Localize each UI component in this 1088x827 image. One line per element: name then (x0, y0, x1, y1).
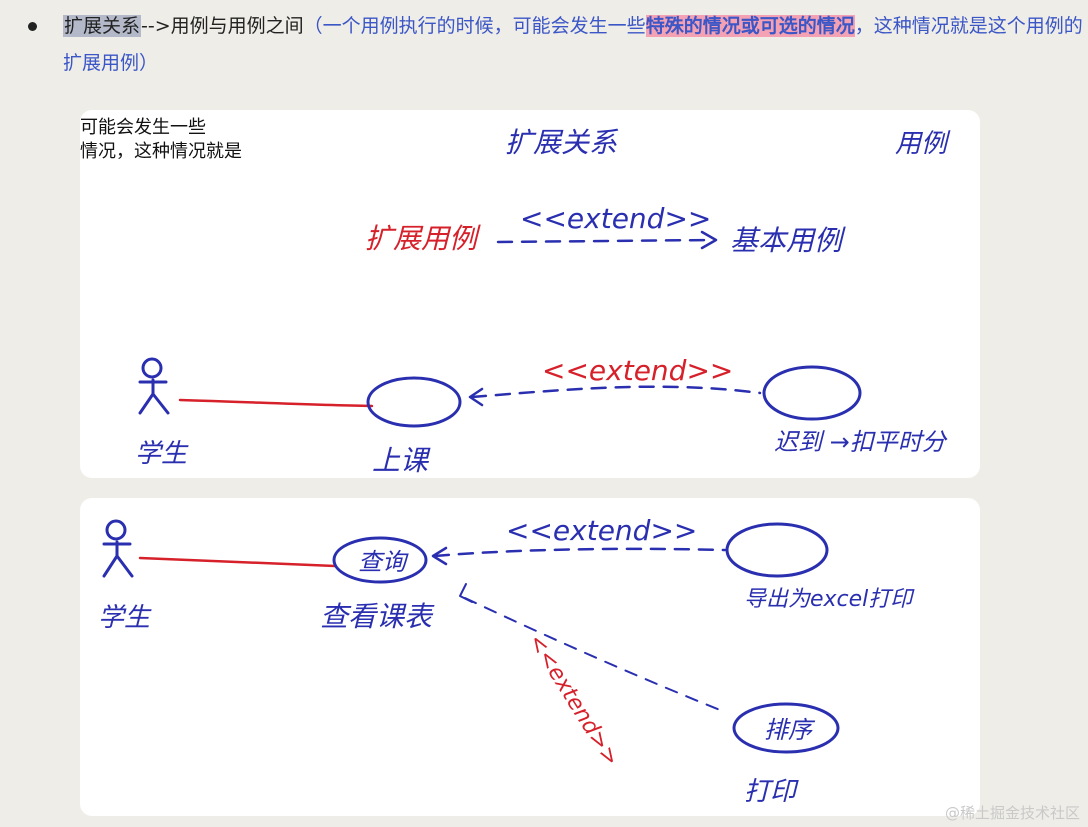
ext1-usecase-ellipse (725, 522, 829, 578)
paren-close: ） (139, 52, 159, 74)
diagram-1-svg: 扩展关系 用例 扩展用例 <<extend>> 基本用例 学生 上课 (135, 126, 951, 477)
actor-label: 学生 (135, 439, 189, 469)
ext2-ellipse-text: 排序 (764, 716, 816, 744)
emphasis-text: 特殊的情况或可选的情况 (645, 15, 855, 37)
cut-text-line-2: 情况，这种情况就是 (80, 141, 242, 162)
bullet-dot-icon (28, 22, 37, 31)
arrow-text: -->用例与用例之间 (141, 15, 304, 37)
diagram-title-right: 用例 (895, 129, 951, 159)
paren-text-2: ，这种情况就是这个用例的扩展用例 (63, 15, 1083, 74)
arrow-head-icon (468, 387, 484, 407)
ext-usecase-label: 扩展用例 (365, 222, 481, 255)
extend-label-top: <<extend>> (506, 514, 697, 547)
paren-open: （ (303, 15, 323, 37)
extend-dashed-arrow (470, 385, 762, 399)
cut-text-line-1: 可能会发生一些 (80, 117, 206, 138)
diagram-2-svg: 学生 查询 查看课表 <<extend>> 导出为excel打印 <<exten… (98, 514, 915, 807)
base-ellipse-text: 查询 (358, 548, 409, 576)
actor-stick-figure-icon (102, 519, 134, 578)
base-usecase-ellipse (366, 376, 462, 428)
extend-label-top: <<extend>> (520, 202, 711, 235)
extend-label-diag: <<extend>> (523, 630, 624, 771)
cut-off-text: 可能会发生一些 情况，这种情况就是 (80, 116, 242, 164)
arrow-head-icon (700, 230, 718, 250)
ext1-label: 导出为excel打印 (744, 587, 915, 612)
extend-label: <<extend>> (542, 354, 733, 387)
diagram-card-1: 可能会发生一些 情况，这种情况就是 扩展关系 用例 扩展用例 <<extend>… (80, 110, 980, 478)
base-usecase-ellipse (332, 536, 428, 584)
arrow-head-icon (459, 583, 473, 603)
extend-dashed-arrow-top (496, 238, 714, 244)
extend-dashed-arrow-top (433, 547, 727, 558)
ext-usecase-ellipse (762, 365, 862, 421)
actor-label: 学生 (98, 603, 152, 633)
association-line (178, 398, 374, 408)
diagram-title: 扩展关系 (505, 126, 619, 159)
ext-ellipse-label: 迟到 →扣平时分 (774, 428, 948, 456)
diagram-card-2: 学生 查询 查看课表 <<extend>> 导出为excel打印 <<exten… (80, 498, 980, 816)
ext2-usecase-ellipse (732, 702, 840, 754)
extend-dashed-arrow-diag (464, 597, 726, 713)
term-highlight: 扩展关系 (63, 15, 142, 37)
ext2-label: 打印 (744, 777, 799, 807)
bullet-item: 扩展关系-->用例与用例之间（一个用例执行的时候，可能会发生一些特殊的情况或可选… (28, 8, 1083, 82)
base-usecase-label: 基本用例 (730, 224, 846, 257)
bullet-text: 扩展关系-->用例与用例之间（一个用例执行的时候，可能会发生一些特殊的情况或可选… (63, 8, 1083, 82)
association-line (138, 556, 337, 568)
watermark: @稀土掘金技术社区 (944, 804, 1080, 822)
paren-text-1: 一个用例执行的时候，可能会发生一些 (322, 15, 646, 37)
base-ellipse-label: 上课 (372, 444, 431, 477)
base-usecase-label: 查看课表 (320, 600, 435, 633)
arrow-head-icon (431, 546, 448, 566)
actor-stick-figure-icon (138, 357, 170, 415)
